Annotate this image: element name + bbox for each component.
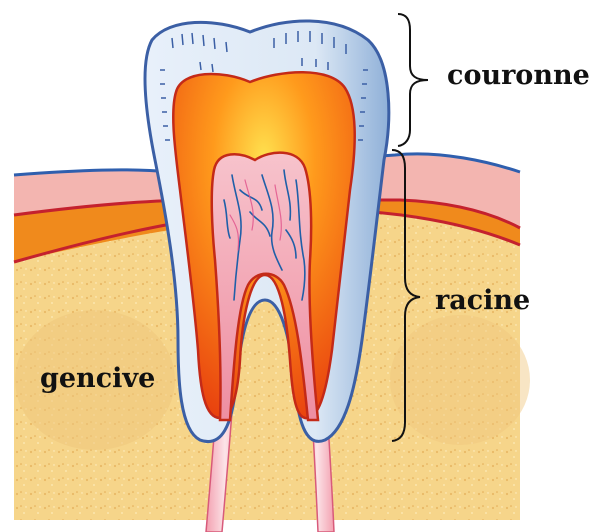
gum-label: gencive bbox=[40, 365, 155, 392]
bracket-crown bbox=[398, 14, 428, 146]
crown-label: couronne bbox=[447, 62, 590, 89]
root-label: racine bbox=[435, 287, 530, 314]
bone-spot-right bbox=[390, 315, 530, 445]
